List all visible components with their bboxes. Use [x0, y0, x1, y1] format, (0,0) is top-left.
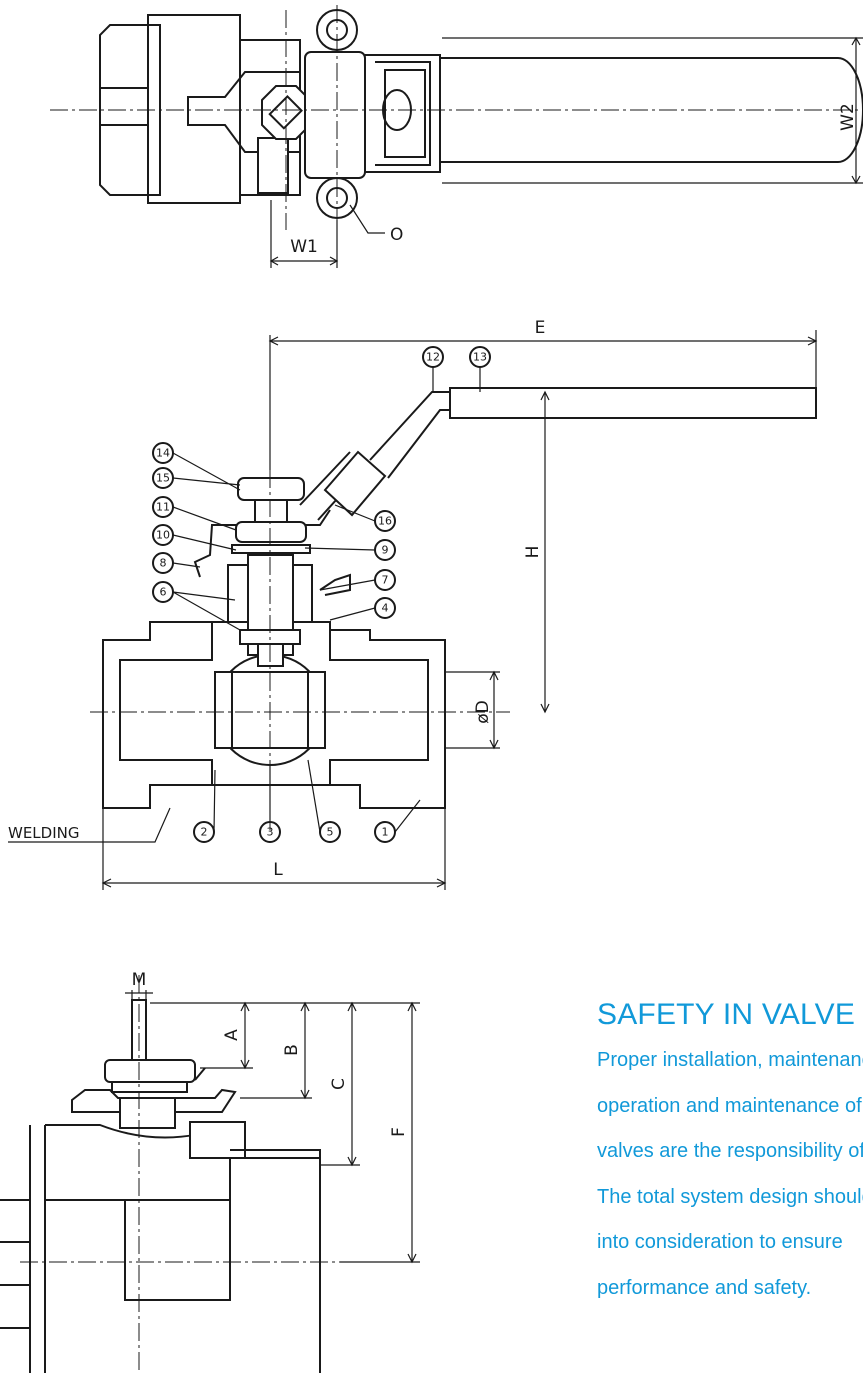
safety-line: into consideration to ensure [597, 1231, 843, 1253]
safety-line: performance and safety. [597, 1276, 812, 1299]
part-14: 14 [156, 447, 170, 460]
part-balloons: 1 2 3 4 5 6 7 8 9 10 11 12 13 14 15 16 [152, 346, 491, 843]
part-4: 4 [382, 602, 389, 615]
part-15: 15 [156, 472, 170, 485]
part-2: 2 [201, 826, 208, 839]
safety-heading: SAFETY IN VALVE [597, 998, 856, 1031]
part-13: 13 [473, 351, 487, 364]
safety-line: Proper installation, maintenance [597, 1049, 863, 1071]
part-16: 16 [378, 515, 392, 528]
part-8: 8 [160, 557, 167, 570]
side-section-view: E H øD L WELDING 1 2 3 4 5 6 7 8 9 10 11… [8, 318, 818, 890]
dim-w2: W2 [838, 103, 858, 131]
safety-line: valves are the responsibility of the use… [597, 1140, 863, 1162]
part-7: 7 [382, 574, 389, 587]
part-1: 1 [382, 826, 389, 839]
label-o: O [390, 225, 403, 245]
safety-notice: SAFETY IN VALVE Proper installation, mai… [597, 998, 863, 1311]
part-9: 9 [382, 544, 389, 557]
dim-m: M [132, 970, 147, 990]
dim-w1: W1 [290, 237, 318, 257]
safety-line: The total system design should take [597, 1185, 863, 1208]
part-11: 11 [156, 501, 170, 514]
dim-c: C [329, 1078, 349, 1090]
part-12: 12 [426, 351, 440, 364]
safety-line: operation and maintenance of [597, 1094, 862, 1117]
safety-body: Proper installation, maintenance operati… [597, 1038, 863, 1311]
dim-h: H [523, 546, 543, 559]
dim-od: øD [473, 700, 493, 724]
dim-l: L [273, 860, 283, 880]
dim-e: E [535, 318, 546, 338]
dim-b: B [282, 1044, 302, 1056]
part-6: 6 [160, 586, 167, 599]
part-3: 3 [267, 826, 274, 839]
dim-f: F [389, 1127, 409, 1137]
top-view: W2 W1 O [50, 5, 863, 268]
part-5: 5 [327, 826, 334, 839]
end-view: M A B C F [0, 970, 420, 1373]
dim-a: A [222, 1029, 242, 1041]
welding-label: WELDING [8, 824, 79, 842]
part-10: 10 [156, 529, 170, 542]
